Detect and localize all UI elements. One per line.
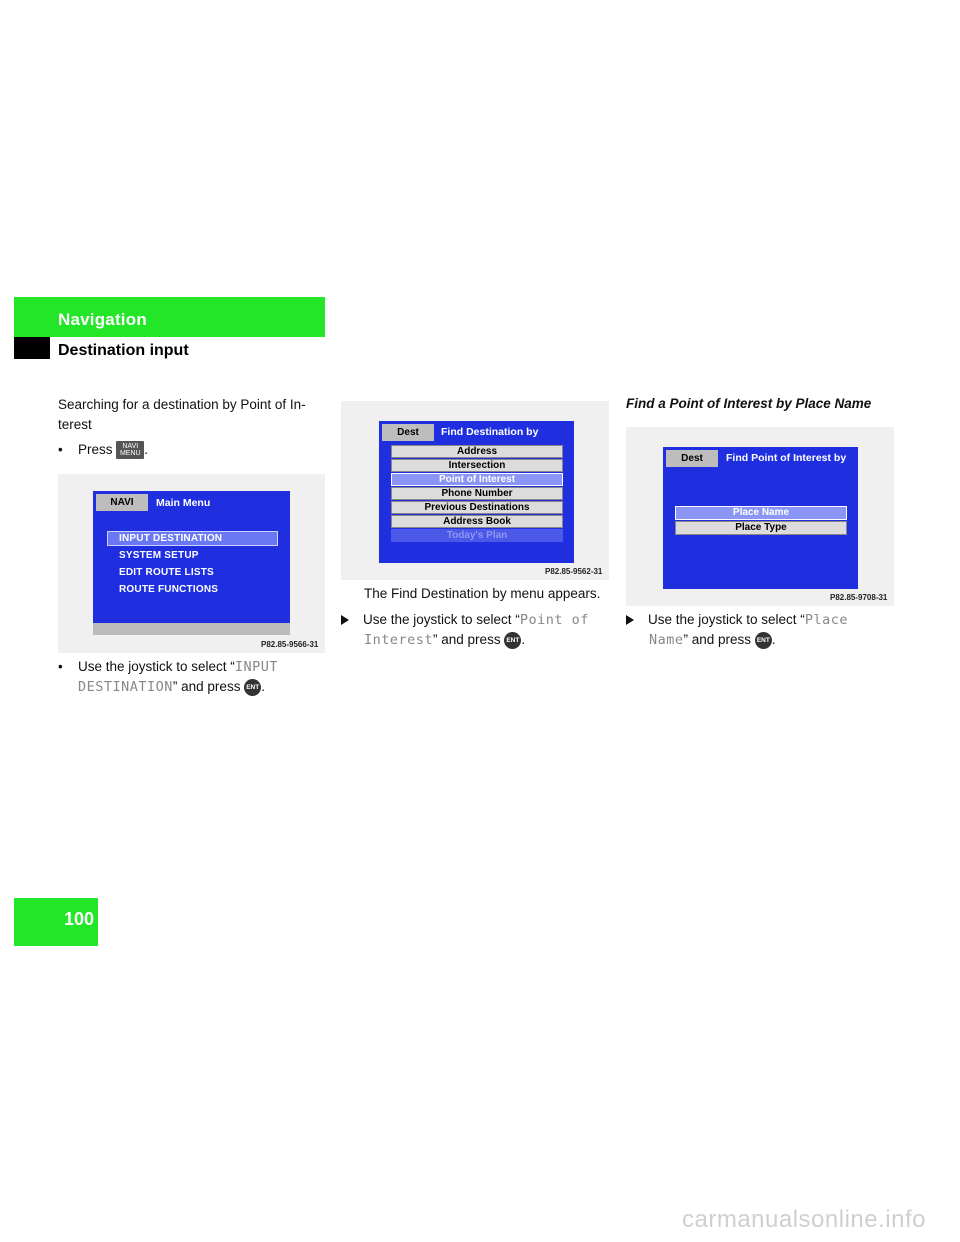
menu-row: Phone Number	[391, 487, 563, 500]
menu-row-selected: Place Name	[675, 506, 847, 520]
image-code: P82.85-9566-31	[261, 640, 319, 649]
menu-selection-highlight	[107, 531, 278, 546]
section-title: Navigation	[58, 310, 147, 329]
col1-heading: Searching for a destination by Point of …	[58, 397, 306, 432]
col1-step2: •Use the joystick to select “INPUT DESTI…	[58, 659, 278, 696]
step-arrow-icon	[341, 615, 349, 626]
menu-row-disabled: Today's Plan	[391, 529, 563, 542]
subsection-title: Destination input	[58, 342, 189, 359]
menu-row: Address Book	[391, 515, 563, 528]
col3-step: Use the joystick to select “Place Name” …	[626, 610, 896, 650]
screen-area: Dest Find Point of Interest by Place Nam…	[663, 447, 858, 589]
menu-row: Address	[391, 445, 563, 458]
menu-item: INPUT DESTINATION	[119, 533, 223, 544]
image-code: P82.85-9562-31	[545, 567, 603, 576]
screen-title: Find Destination by	[441, 426, 539, 438]
watermark: carmanualsonline.info	[682, 1206, 926, 1233]
enter-key-icon: ENT	[504, 631, 522, 649]
page-number-box	[14, 898, 98, 946]
screen-area: Dest Find Destination by Address Interse…	[379, 421, 574, 563]
enter-key-icon: ENT	[244, 678, 262, 696]
menu-item: EDIT ROUTE LISTS	[119, 567, 214, 578]
image-code: P82.85-9708-31	[830, 593, 888, 602]
screen-area: NAVI Main Menu INPUT DESTINATION SYSTEM …	[93, 491, 290, 623]
screen-status-bar	[93, 623, 290, 635]
step-arrow-icon	[626, 615, 634, 626]
screen-tab: NAVI	[96, 494, 148, 511]
screen-tab: Dest	[382, 424, 434, 441]
main-menu-screenshot: NAVI Main Menu INPUT DESTINATION SYSTEM …	[58, 474, 325, 653]
enter-key-icon: ENT	[754, 631, 772, 649]
menu-row-selected: Point of Interest	[391, 473, 563, 486]
menu-row: Previous Destinations	[391, 501, 563, 514]
col2-caption: The Find Destination by menu appears.	[364, 586, 601, 601]
menu-row: Intersection	[391, 459, 563, 472]
menu-item: SYSTEM SETUP	[119, 550, 199, 561]
subsection-marker	[14, 337, 50, 359]
col2-step: Use the joystick to select “Point of Int…	[341, 610, 611, 650]
screen-title: Find Point of Interest by	[726, 452, 847, 464]
col3-heading: Find a Point of Interest by Place Name	[626, 396, 872, 411]
screen-tab: Dest	[666, 450, 718, 467]
menu-item: ROUTE FUNCTIONS	[119, 584, 219, 595]
find-destination-screenshot: Dest Find Destination by Address Interse…	[341, 401, 609, 580]
section-header-bar	[14, 297, 325, 337]
page-number: 100	[63, 909, 94, 929]
screen-title: Main Menu	[156, 497, 211, 509]
menu-row: Place Type	[675, 521, 847, 535]
find-poi-screenshot: Dest Find Point of Interest by Place Nam…	[626, 427, 894, 606]
